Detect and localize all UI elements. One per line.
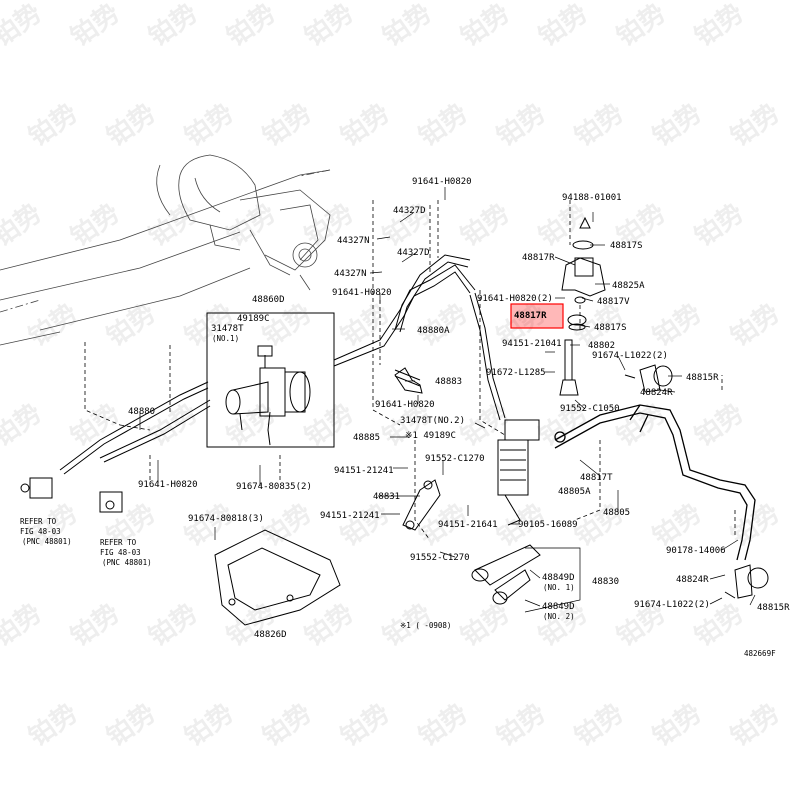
label-91674-l1022-top: 91674-L1022(2) — [592, 351, 668, 361]
stabilizer-bar — [554, 404, 756, 561]
label-44327d-a: 44327D — [393, 206, 426, 216]
label-48880a: 48880A — [417, 326, 450, 336]
label-48815r-top: 48815R — [686, 373, 719, 383]
label-91641-h0820-low: 91641-H0820 — [375, 400, 435, 410]
label-48824r-top: 48824R — [640, 388, 673, 398]
label-48860d: 48860D — [252, 295, 285, 305]
part-labels: 91641-H0820 44327D 44327N 44327D 44327N … — [20, 177, 790, 658]
label-48817r-top: 48817R — [522, 253, 555, 263]
label-48849d-no1: 48849D — [542, 573, 575, 583]
label-94151-21241-b: 94151-21241 — [320, 511, 380, 521]
label-48883: 48883 — [435, 377, 462, 387]
label-48817t: 48817T — [580, 473, 613, 483]
protector-plate — [214, 529, 341, 626]
leader-lines — [139, 187, 756, 613]
stabilizer-bracket — [561, 216, 606, 331]
label-48825a: 48825A — [612, 281, 645, 291]
label-91641-h0820-right: 91641-H0820(2) — [477, 294, 553, 304]
label-91674-80818: 91674-80818(3) — [188, 514, 264, 524]
shock-absorber — [497, 339, 579, 526]
label-48817s-top: 48817S — [610, 241, 643, 251]
label-refer-1b: FIG 48-03 — [20, 527, 61, 536]
footnote: ※1 ( -0908) — [400, 621, 451, 630]
stabilizer-link-upper — [624, 364, 673, 393]
label-49189c: 49189C — [237, 314, 270, 324]
label-91552-c1270-a: 91552-C1270 — [425, 454, 485, 464]
label-48826d: 48826D — [254, 630, 287, 640]
bracket-48883 — [394, 367, 423, 394]
label-48815r-low: 48815R — [757, 603, 790, 613]
label-refer-2b: FIG 48-03 — [100, 548, 141, 557]
label-48817r-highlight: 48817R — [514, 311, 547, 321]
label-48805: 48805 — [603, 508, 630, 518]
label-31478t-no1: (NO.1) — [212, 334, 239, 343]
label-44327n-b: 44327N — [334, 269, 367, 279]
label-31478t-no2: 31478T(NO.2) — [400, 416, 465, 426]
label-91674-80835: 91674-80835(2) — [236, 482, 312, 492]
label-91674-l1022-low: 91674-L1022(2) — [634, 600, 710, 610]
label-48802: 48802 — [588, 341, 615, 351]
label-94151-21641: 94151-21641 — [438, 520, 498, 530]
label-91641-h0820-top: 91641-H0820 — [412, 177, 472, 187]
label-94151-21241-a: 94151-21241 — [334, 466, 394, 476]
label-44327d-b: 44327D — [397, 248, 430, 258]
label-refer-2c: (PNC 48801) — [102, 558, 152, 567]
leader-dashed-lines — [84, 200, 736, 541]
label-48817v: 48817V — [597, 297, 630, 307]
lower-arm — [471, 544, 541, 605]
label-48831: 48831 — [373, 492, 400, 502]
stabilizer-link-lower — [724, 564, 769, 599]
label-48830: 48830 — [592, 577, 619, 587]
label-91552-c1050: 91552-C1050 — [560, 404, 620, 414]
label-90178-14006: 90178-14006 — [666, 546, 726, 556]
label-91641-h0820-mid: 91641-H0820 — [332, 288, 392, 298]
label-refer-1a: REFER TO — [20, 517, 57, 526]
diagram-code: 482669F — [744, 649, 776, 658]
label-94188-01001: 94188-01001 — [562, 193, 622, 203]
vehicle-frame-outline — [0, 154, 331, 346]
label-91641-h0820-left: 91641-H0820 — [138, 480, 198, 490]
label-31478t-top: 31478T — [211, 324, 244, 334]
label-48849d-no2-sub: (NO. 2) — [543, 612, 575, 621]
valve-block-left — [20, 477, 123, 513]
label-90105-16089: 90105-16089 — [518, 520, 578, 530]
label-91552-c1270-b: 91552-C1270 — [410, 553, 470, 563]
label-48880: 48880 — [128, 407, 155, 417]
label-48849d-no1-sub: (NO. 1) — [543, 583, 575, 592]
label-44327n-a: 44327N — [337, 236, 370, 246]
lateral-link — [402, 479, 441, 531]
hydraulic-pipes — [59, 254, 506, 475]
highlight-48817r — [510, 303, 564, 329]
label-48824r-low: 48824R — [676, 575, 709, 585]
label-94151-21041: 94151-21041 — [502, 339, 562, 349]
label-refer-2a: REFER TO — [100, 538, 137, 547]
pump-motor-unit — [225, 345, 311, 446]
label-refer-1c: (PNC 48801) — [22, 537, 72, 546]
label-48885: 48885 — [353, 433, 380, 443]
label-48805a: 48805A — [558, 487, 591, 497]
label-49189c-mark: ※1 49189C — [405, 431, 456, 441]
label-48849d-no2: 48849D — [542, 602, 575, 612]
pump-assembly-box — [206, 312, 335, 448]
label-91672-l1285: 91672-L1285 — [486, 368, 546, 378]
label-48817s-mid: 48817S — [594, 323, 627, 333]
